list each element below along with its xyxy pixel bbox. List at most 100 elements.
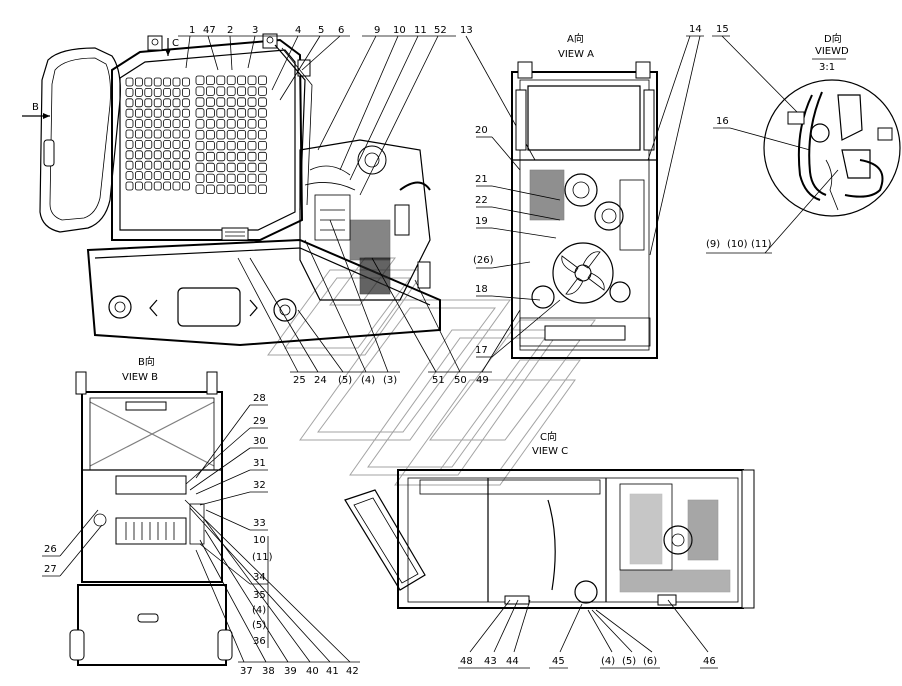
- callout-label: 27: [44, 564, 57, 575]
- view-a-rear: [511, 61, 658, 359]
- grille-cell: [237, 151, 247, 162]
- grille-cell: [195, 140, 205, 151]
- pulley: [663, 525, 693, 555]
- callouts-view-a-left: 20 21 22 19 (26) 18 17: [473, 125, 561, 358]
- grille-cell: [125, 150, 134, 160]
- grille-cell: [134, 150, 143, 160]
- grille-cell: [205, 108, 215, 118]
- callout-label: (11): [252, 552, 273, 563]
- grille-cell: [247, 130, 257, 140]
- grille-cell: [134, 88, 143, 97]
- callouts-view-d: 16 (9) (10) (11): [706, 116, 839, 254]
- view-c-title-en: VIEW C: [532, 446, 568, 457]
- callout-label: 41: [326, 666, 339, 677]
- callout-label: 3: [252, 25, 258, 36]
- grille-cell: [153, 98, 162, 108]
- grille-cell: [226, 184, 236, 194]
- grille-cell: [226, 151, 236, 162]
- callout-label: 24: [314, 375, 327, 386]
- cab-grille-right: [195, 75, 267, 194]
- grille-cell: [125, 171, 134, 181]
- grille-cell: [134, 181, 143, 191]
- grille-cell: [181, 171, 190, 181]
- callouts-main-top-right: 9 10 11 52 13: [317, 25, 536, 196]
- grille-cell: [125, 108, 134, 118]
- grille-cell: [216, 119, 226, 129]
- callout-label: 31: [253, 458, 266, 469]
- grille-cell: [153, 88, 162, 97]
- grille-cell: [247, 184, 257, 194]
- callout-label: 26: [44, 544, 57, 555]
- view-d-title-cn: D向: [824, 32, 842, 45]
- fuel-cap: [574, 580, 598, 604]
- grille-cell: [125, 119, 134, 128]
- grille-cell: [195, 119, 205, 129]
- lift-point: [108, 295, 132, 319]
- grille-cell: [257, 130, 267, 140]
- grille-cell: [247, 75, 257, 85]
- grille-cell: [172, 181, 181, 191]
- grille-cell: [205, 119, 215, 129]
- grille-cell: [226, 130, 236, 140]
- view-a-title-cn: A向: [567, 32, 584, 45]
- callout-label: 48: [460, 656, 473, 667]
- grille-cell: [247, 162, 257, 173]
- callout-label: 37: [240, 666, 253, 677]
- grille-cell: [125, 88, 134, 97]
- callout-label: 6: [338, 25, 344, 36]
- main-machine-view: [39, 33, 441, 347]
- grille-cell: [237, 86, 247, 96]
- grille-cell: [257, 108, 267, 118]
- callout-label: 10: [393, 25, 406, 36]
- grille-cell: [172, 108, 181, 118]
- grille-cell: [195, 151, 205, 162]
- grille-cell: [125, 129, 134, 139]
- view-c-title: C向 VIEW C: [532, 430, 568, 457]
- grille-cell: [172, 139, 181, 149]
- grille-cell: [257, 162, 267, 173]
- grille-cell: [237, 162, 247, 173]
- grille-cell: [195, 97, 205, 107]
- grille-cell: [125, 98, 134, 108]
- callout-label: (9): [706, 239, 720, 250]
- callout-label: 47: [203, 25, 216, 36]
- grille-cell: [195, 162, 205, 173]
- callout-label: 52: [434, 25, 447, 36]
- callout-label: 14: [689, 24, 702, 35]
- grille-cell: [153, 119, 162, 128]
- grille-cell: [134, 119, 143, 128]
- grille-cell: [247, 108, 257, 118]
- grille-cell: [181, 119, 190, 128]
- radiator-grille: [115, 517, 187, 545]
- access-panel: [177, 287, 241, 327]
- callout-label: (5): [252, 620, 266, 631]
- grille-cell: [247, 86, 257, 96]
- grille-cell: [205, 75, 215, 85]
- grille-cell: [144, 150, 153, 160]
- callouts-main-bottom: 25 24 (5) (4) (3) 51 50 49: [237, 219, 521, 386]
- grille-cell: [237, 140, 247, 151]
- view-a-title-en: VIEW A: [558, 49, 594, 60]
- grille-cell: [153, 181, 162, 191]
- callout-label: 34: [253, 572, 266, 583]
- grille-cell: [216, 184, 226, 194]
- callout-label: 17: [475, 345, 488, 356]
- grille-cell: [181, 129, 190, 139]
- view-b-title-en: VIEW B: [122, 372, 158, 383]
- grille-cell: [134, 139, 143, 149]
- view-c-title-cn: C向: [540, 430, 557, 443]
- grille-cell: [247, 151, 257, 162]
- callout-label: (26): [473, 255, 494, 266]
- grille-cell: [205, 184, 215, 194]
- grille-cell: [134, 98, 143, 108]
- view-d-title: D向 VIEWD 3:1: [812, 32, 849, 73]
- grille-cell: [153, 160, 162, 170]
- callout-label: 46: [703, 656, 716, 667]
- lift-eye: [147, 35, 163, 51]
- cab-grille-left: [125, 77, 190, 191]
- view-b-title-cn: B向: [138, 355, 155, 368]
- grille-cell: [216, 140, 226, 151]
- callout-label: 39: [284, 666, 297, 677]
- cooling-fan: [552, 242, 614, 304]
- filter-cap: [357, 145, 387, 175]
